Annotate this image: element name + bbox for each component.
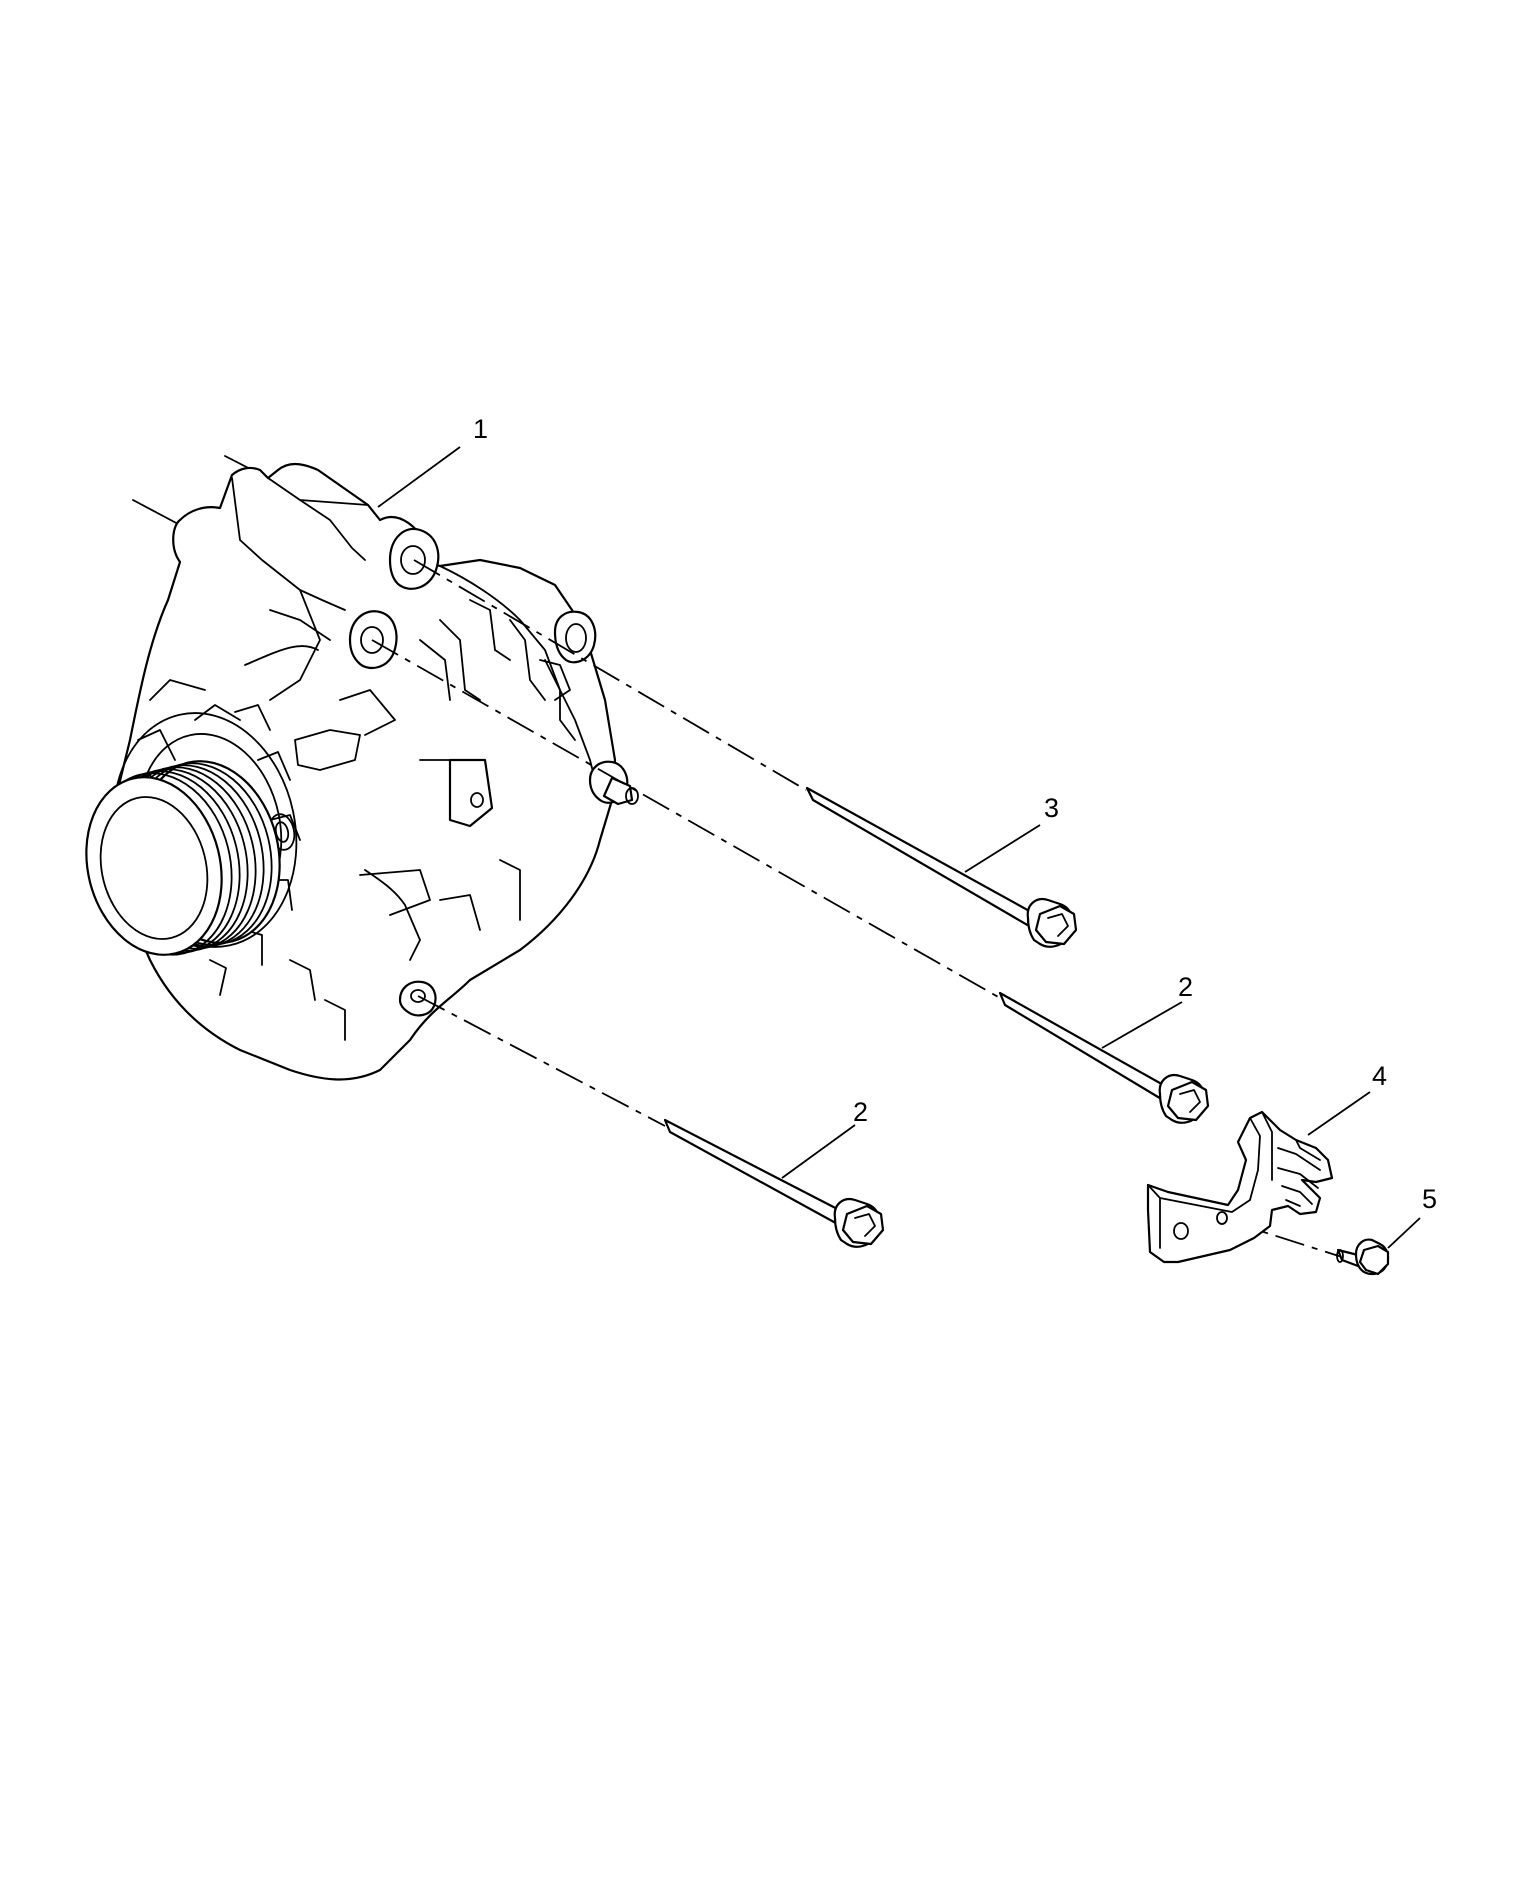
- callout-1: 1: [473, 414, 488, 444]
- callout-2-middle: 2: [1178, 972, 1193, 1002]
- leader-2a: [1101, 1001, 1183, 1049]
- bolt-middle[interactable]: [998, 991, 1210, 1124]
- leader-3: [964, 824, 1041, 873]
- callout-2-lower: 2: [853, 1097, 868, 1127]
- leader-lines: [377, 446, 1421, 1249]
- screw[interactable]: [1336, 1238, 1390, 1276]
- callout-3: 3: [1044, 793, 1059, 823]
- callout-5: 5: [1422, 1184, 1437, 1214]
- bolt-lower[interactable]: [663, 1118, 885, 1248]
- callout-4: 4: [1372, 1061, 1387, 1091]
- leader-4: [1307, 1091, 1371, 1136]
- callout-numbers: 1 3 2 2 4 5: [473, 414, 1437, 1214]
- alternator[interactable]: [68, 455, 639, 1081]
- leader-2b: [781, 1124, 856, 1179]
- bracket[interactable]: [1146, 1110, 1334, 1264]
- bolt-upper[interactable]: [805, 786, 1078, 948]
- leader-1: [377, 446, 461, 508]
- leader-5: [1387, 1217, 1421, 1249]
